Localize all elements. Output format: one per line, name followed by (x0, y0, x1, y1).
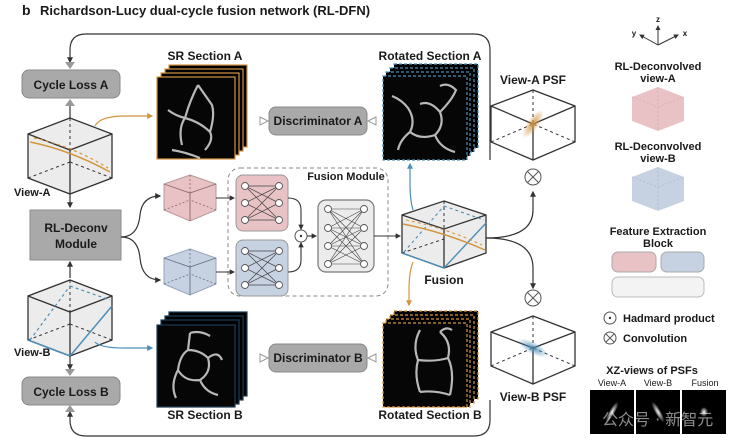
rotated-section-a-label: Rotated Section A (379, 49, 482, 63)
rotated-section-b-label: Rotated Section B (378, 408, 482, 422)
legend-deconv-a-line1: RL-Deconvolved (615, 61, 702, 73)
convolution-b-icon (524, 289, 542, 307)
fusion-to-rotated-a-arrow (407, 162, 414, 211)
fusion-module-container (227, 167, 389, 297)
deconvolved-view-a-cube (163, 174, 217, 222)
convolution-a-icon (524, 168, 542, 186)
feature-block-a (235, 174, 289, 232)
cycle-loss-a-bottom-triangle (65, 99, 75, 106)
view-b-to-sr-b-arrow (94, 341, 154, 351)
fusion-label: Fusion (424, 273, 463, 287)
legend-deconv-b-line1: RL-Deconvolved (615, 141, 702, 153)
discriminator-a-label: Discriminator A (274, 114, 363, 128)
axis-x-label: x (683, 29, 688, 38)
xz-label-view-a: View-A (598, 378, 626, 388)
legend-convolution-label: Convolution (623, 333, 687, 345)
xz-views-title: XZ-views of PSFs (606, 365, 698, 377)
cycle-loss-a-input-triangle (65, 62, 75, 69)
deconvolved-view-b-cube (163, 248, 217, 296)
view-b-psf-label: View-B PSF (500, 390, 566, 404)
watermark: 公众号 · 新智元 (602, 410, 713, 429)
discriminator-a-left-triangle (259, 116, 270, 126)
xz-psf-view-a (590, 390, 634, 434)
legend-feature-block-gray (611, 276, 705, 298)
top-feedback-arrow (67, 33, 491, 160)
fusion-cube (401, 200, 487, 269)
cycle-loss-a-box (21, 69, 121, 99)
fusion-module-label: Fusion Module (307, 171, 385, 183)
discriminator-b-right-triangle (366, 353, 377, 363)
cycle-loss-a-label: Cycle Loss A (34, 78, 109, 92)
hadamard-product-icon (294, 229, 308, 243)
legend-hadamard-label: Hadmard product (623, 313, 715, 325)
bottom-feedback-arrow (67, 400, 491, 437)
view-a-cube (27, 117, 113, 195)
deconv-to-blue-cube-arrow (120, 236, 162, 283)
rotated-section-a-stack (382, 63, 479, 161)
xz-psf-view-b (636, 390, 680, 434)
xz-psf-fusion (682, 390, 726, 434)
sr-section-b-stack (156, 311, 248, 408)
fusion-to-rotated-b-arrow (406, 261, 414, 307)
cycle-loss-b-input-triangle (65, 369, 75, 376)
legend-deconv-a-line2: view-A (640, 73, 676, 85)
rl-deconv-module-box (29, 209, 122, 261)
xz-label-fusion: Fusion (691, 378, 718, 388)
axis-y-label: y (632, 29, 637, 38)
fusion-to-conv-b-arrow (485, 237, 536, 290)
sr-section-a-label: SR Section A (168, 49, 243, 63)
feature-block-b (235, 239, 289, 297)
xz-label-view-b: View-B (644, 378, 672, 388)
sr-section-b-label: SR Section B (167, 408, 243, 422)
block-a-to-hadamard-arrow (287, 197, 304, 231)
figure-title: Richardson-Lucy dual-cycle fusion networ… (40, 3, 370, 18)
legend-pink-cube-icon (631, 87, 685, 131)
panel-letter: b (22, 2, 31, 18)
view-b-cube (27, 279, 113, 357)
rl-deconv-label-line1: RL-Deconv (44, 221, 108, 235)
legend-convolution-icon (603, 331, 617, 345)
view-b-psf-cube (490, 315, 576, 385)
legend-hadamard-icon (603, 311, 617, 325)
legend-deconv-b-line2: view-B (640, 153, 676, 165)
legend-feature-block-pink (611, 251, 657, 273)
legend-feature-block-blue (660, 251, 705, 273)
axis-z-label: z (656, 15, 660, 24)
view-a-psf-label: View-A PSF (500, 73, 566, 87)
view-a-label: View-A (14, 187, 51, 199)
view-b-label: View-B (14, 347, 51, 359)
deconv-to-pink-cube-arrow (120, 193, 162, 238)
rl-deconv-label-line2: Module (55, 237, 97, 251)
fusion-feature-block (317, 199, 375, 273)
cycle-loss-b-bottom-triangle (65, 405, 75, 412)
axes-icon (639, 25, 679, 46)
discriminator-b-left-triangle (259, 353, 270, 363)
discriminator-b-label: Discriminator B (273, 351, 363, 365)
sr-section-a-stack (156, 64, 248, 160)
block-b-to-hadamard-arrow (287, 241, 304, 273)
legend-feature-block-line1: Feature Extraction (610, 226, 707, 238)
view-a-psf-cube (490, 89, 576, 161)
fusion-to-conv-a-arrow (485, 190, 536, 239)
legend-feature-block-line2: Block (643, 238, 674, 250)
cycle-loss-b-box (21, 376, 121, 406)
view-a-to-sr-a-arrow (94, 113, 154, 127)
discriminator-a-right-triangle (366, 116, 377, 126)
cycle-loss-b-label: Cycle Loss B (33, 385, 109, 399)
rotated-section-b-stack (382, 310, 479, 408)
legend-blue-cube-icon (631, 167, 685, 211)
